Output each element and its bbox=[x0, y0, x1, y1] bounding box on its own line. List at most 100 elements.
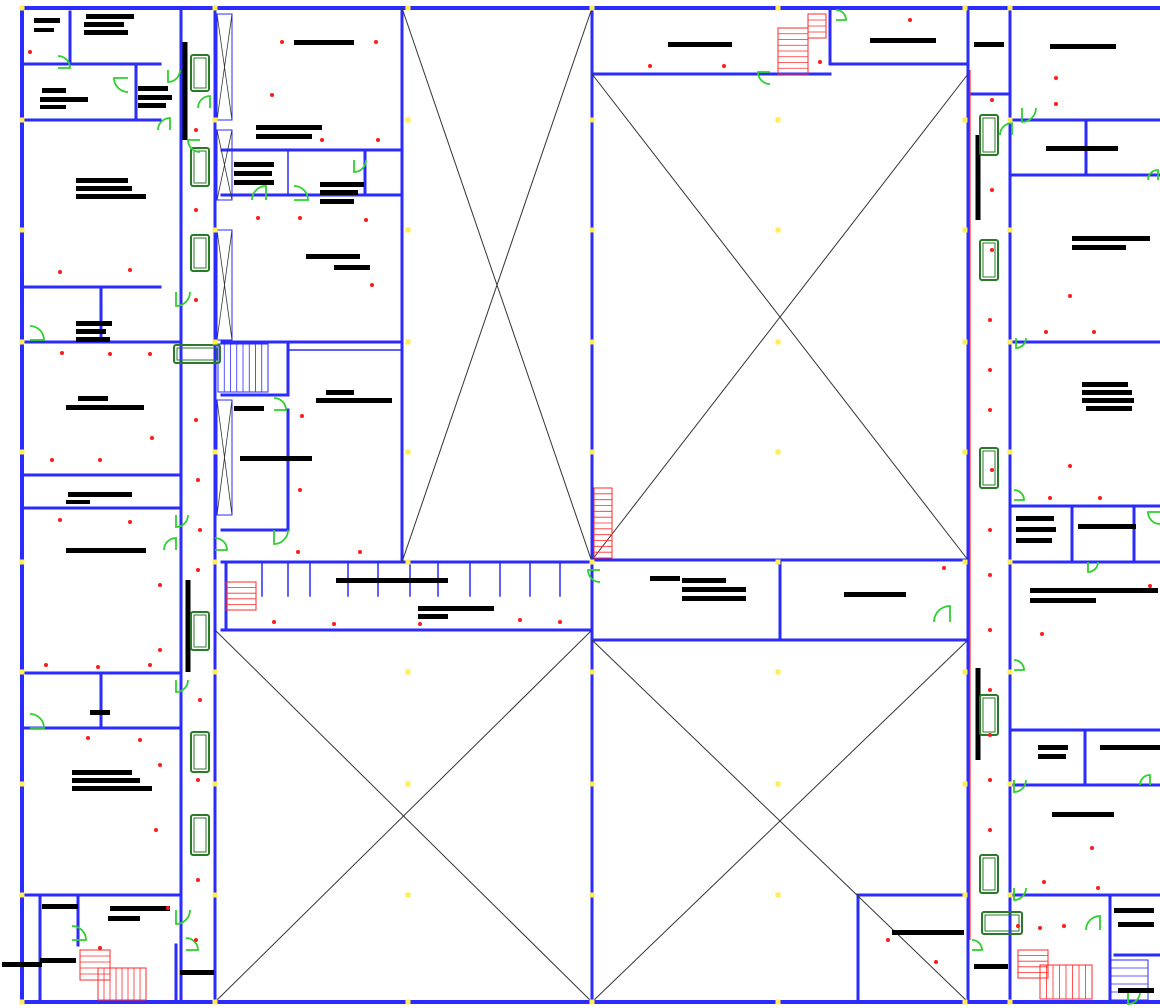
fixture-icon bbox=[979, 447, 999, 489]
equipment-marker-icon bbox=[1042, 880, 1046, 884]
redacted-label bbox=[2, 962, 42, 967]
open-bay-diagonal bbox=[401, 7, 593, 563]
redacted-label bbox=[1038, 754, 1066, 759]
column-marker-icon bbox=[962, 892, 968, 898]
column-marker-icon bbox=[775, 892, 781, 898]
fixture-inner bbox=[982, 450, 996, 486]
equipment-marker-icon bbox=[98, 458, 102, 462]
redacted-label bbox=[234, 180, 274, 185]
redacted-label bbox=[66, 548, 146, 553]
redacted-label bbox=[110, 906, 170, 911]
equipment-marker-icon bbox=[990, 188, 994, 192]
door-swing-icon bbox=[167, 69, 181, 83]
redacted-label bbox=[84, 30, 128, 35]
door-swing-icon bbox=[187, 139, 201, 153]
redacted-label bbox=[256, 134, 312, 139]
equipment-marker-icon bbox=[818, 60, 822, 64]
column-marker-icon bbox=[405, 449, 411, 455]
equipment-marker-icon bbox=[988, 688, 992, 692]
fixture-inner bbox=[982, 697, 996, 733]
equipment-marker-icon bbox=[988, 628, 992, 632]
equipment-marker-icon bbox=[96, 665, 100, 669]
staircase-icon bbox=[225, 581, 257, 611]
equipment-marker-icon bbox=[1068, 464, 1072, 468]
column-marker-icon bbox=[962, 5, 968, 11]
equipment-marker-icon bbox=[128, 268, 132, 272]
equipment-marker-icon bbox=[194, 128, 198, 132]
redacted-label bbox=[234, 171, 272, 176]
fixture-icon bbox=[173, 344, 221, 364]
fixture-inner bbox=[982, 117, 996, 153]
column-marker-icon bbox=[19, 339, 25, 345]
equipment-marker-icon bbox=[138, 738, 142, 742]
redacted-label bbox=[180, 970, 214, 975]
equipment-marker-icon bbox=[196, 778, 200, 782]
door-swing-icon bbox=[71, 925, 87, 941]
column-marker-icon bbox=[19, 999, 25, 1005]
equipment-marker-icon bbox=[1048, 496, 1052, 500]
fixtures-layer bbox=[173, 54, 1023, 935]
door-swing-icon bbox=[1021, 107, 1037, 123]
equipment-marker-icon bbox=[648, 64, 652, 68]
column-marker-icon bbox=[775, 781, 781, 787]
redacted-label bbox=[294, 40, 354, 45]
equipment-marker-icon bbox=[108, 352, 112, 356]
equipment-marker-icon bbox=[1062, 924, 1066, 928]
staircase-icon bbox=[1017, 949, 1049, 979]
open-bay-diagonal bbox=[591, 73, 969, 561]
redacted-label bbox=[40, 105, 66, 109]
equipment-marker-icon bbox=[194, 418, 198, 422]
door-swing-icon bbox=[163, 537, 177, 551]
redacted-label bbox=[84, 22, 124, 27]
redacted-label bbox=[76, 329, 106, 334]
column-marker-icon bbox=[962, 559, 968, 565]
equipment-marker-icon bbox=[1148, 584, 1152, 588]
column-marker-icon bbox=[775, 227, 781, 233]
door-swing-icon bbox=[175, 909, 191, 925]
redacted-label bbox=[240, 456, 312, 461]
fixture-icon bbox=[190, 234, 210, 272]
fixture-inner bbox=[193, 237, 207, 269]
walls-layer bbox=[20, 6, 1160, 1004]
shaft-diagonal bbox=[216, 13, 233, 121]
fixture-inner bbox=[982, 242, 996, 278]
equipment-marker-icon bbox=[990, 248, 994, 252]
redacted-label bbox=[1072, 236, 1150, 241]
fixture-inner bbox=[193, 150, 207, 184]
redacted-label bbox=[1072, 245, 1126, 250]
redacted-label bbox=[1046, 146, 1118, 151]
column-marker-icon bbox=[1007, 781, 1013, 787]
equipment-marker-icon bbox=[988, 318, 992, 322]
column-marker-icon bbox=[589, 669, 595, 675]
equipment-marker-icon bbox=[44, 663, 48, 667]
column-marker-icon bbox=[212, 339, 218, 345]
equipment-marker-icon bbox=[154, 828, 158, 832]
equipment-marker-icon bbox=[270, 93, 274, 97]
fixture-inner bbox=[193, 817, 207, 853]
column-marker-icon bbox=[589, 559, 595, 565]
redacted-label bbox=[334, 265, 370, 270]
column-marker-icon bbox=[212, 449, 218, 455]
room-labels-layer bbox=[2, 14, 1160, 993]
equipment-marker-icon bbox=[298, 216, 302, 220]
fixture-inner bbox=[982, 857, 996, 891]
equipment-marker-icon bbox=[256, 216, 260, 220]
redacted-label bbox=[682, 578, 726, 583]
redacted-label bbox=[650, 576, 680, 581]
redacted-label bbox=[1052, 812, 1114, 817]
shaft-diagonal bbox=[216, 229, 233, 341]
column-marker-icon bbox=[589, 999, 595, 1005]
redacted-label bbox=[138, 86, 168, 91]
redacted-label bbox=[870, 38, 936, 43]
door-swing-icon bbox=[273, 529, 289, 545]
equipment-marker-icon bbox=[158, 648, 162, 652]
redacted-label bbox=[40, 958, 76, 963]
equipment-marker-icon bbox=[148, 352, 152, 356]
equipment-marker-icon bbox=[988, 733, 992, 737]
column-marker-icon bbox=[212, 669, 218, 675]
door-swing-icon bbox=[113, 77, 129, 93]
redacted-label bbox=[326, 390, 354, 395]
column-marker-icon bbox=[405, 999, 411, 1005]
equipment-marker-icon bbox=[934, 960, 938, 964]
equipment-marker-icon bbox=[194, 208, 198, 212]
